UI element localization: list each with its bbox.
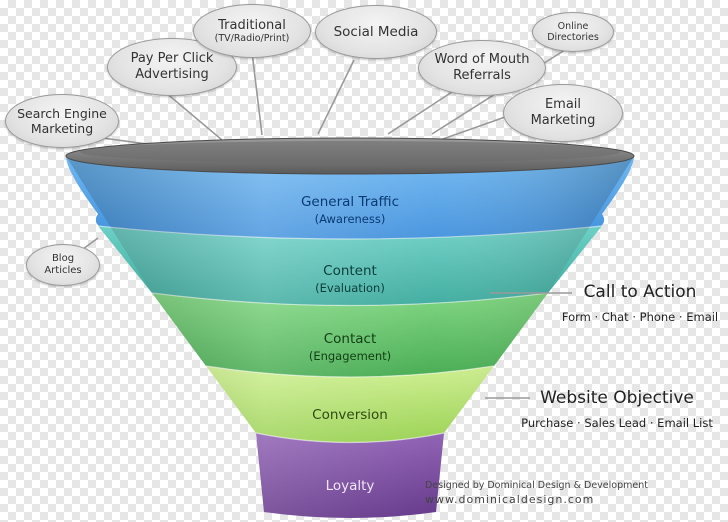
bubble-email-marketing: Email Marketing [503, 84, 623, 142]
bubble-search-engine-marketing: Search Engine Marketing [5, 94, 119, 148]
funnel-sheen [66, 156, 634, 518]
funnel-opening [80, 141, 620, 163]
bubble-word-of-mouth: Word of Mouth Referrals [418, 40, 546, 96]
stage-label-awareness: General Traffic (Awareness) [300, 194, 400, 226]
callout-action-items: Form · Chat · Phone · Email [561, 310, 719, 324]
callout-action-title: Call to Action [583, 282, 697, 302]
bubble-traditional: Traditional (TV/Radio/Print) [193, 4, 311, 58]
designer-credit: Designed by Dominical Design & Developme… [425, 480, 648, 506]
stage-label-conversion: Conversion [312, 407, 388, 423]
callout-call-to-action: Call to Action Form · Chat · Phone · Ema… [552, 281, 728, 325]
bubble-blog-articles: Blog Articles [26, 244, 100, 286]
stage-label-engagement: Contact (Engagement) [308, 331, 392, 363]
callout-website-objective: Website Objective Purchase · Sales Lead … [512, 387, 722, 431]
stage-label-loyalty: Loyalty [325, 478, 375, 494]
stage-label-evaluation: Content (Evaluation) [315, 263, 385, 295]
callout-objective-title: Website Objective [540, 388, 694, 408]
callout-objective-items: Purchase · Sales Lead · Email List [521, 416, 713, 430]
bubble-online-directories: Online Directories [532, 12, 614, 52]
bubble-social-media: Social Media [315, 5, 437, 59]
